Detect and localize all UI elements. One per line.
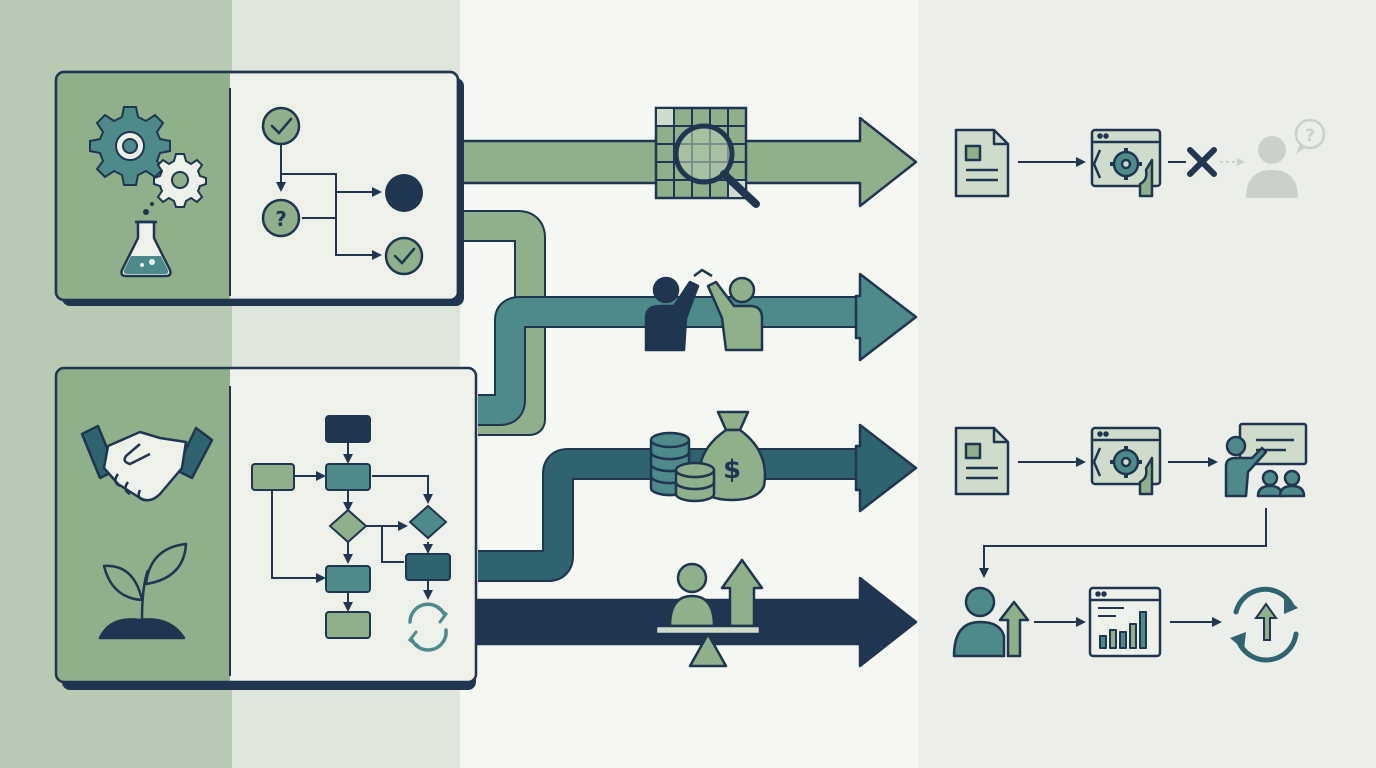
top-flow-lines (276, 144, 382, 260)
decision-glyph: ? (275, 207, 287, 231)
question-glyph: ? (1305, 126, 1315, 146)
sprout-icon (98, 542, 188, 640)
faded-user-question-icon: ? (1246, 118, 1326, 198)
refresh-up-icon (1230, 586, 1299, 663)
flask-icon (120, 202, 172, 278)
bar-chart-dashboard-icon (1088, 586, 1162, 658)
money-bag-coins-icon: $ (649, 410, 767, 503)
refresh-cycle-icon (407, 602, 449, 652)
hand-gear-screen-icon (1090, 128, 1162, 198)
filled-circle-icon (385, 174, 423, 212)
x-mark-icon (1187, 147, 1217, 177)
high-five-icon (644, 268, 764, 352)
presenter-audience-icon (1224, 422, 1308, 498)
dollar-glyph: $ (723, 455, 741, 485)
question-circle-icon: ? (261, 198, 301, 238)
handshake-icon (80, 424, 214, 502)
hand-gear-screen-icon (1090, 426, 1162, 496)
outcome-row-3 (952, 586, 1299, 663)
arrow-2 (854, 272, 918, 362)
flowchart-lines (271, 442, 433, 612)
document-icon (954, 128, 1010, 198)
decision-diamond-icon (328, 504, 448, 544)
check-circle-icon (261, 106, 301, 146)
user-growth-icon (952, 586, 1030, 658)
connector-tubes (458, 210, 860, 582)
top-panel: ? (54, 70, 464, 306)
table-magnifier-icon (654, 106, 760, 208)
bottom-panel (54, 366, 478, 690)
process-box-icon (251, 415, 451, 639)
person-on-scale-growth-icon (654, 558, 764, 668)
check-circle-icon (384, 236, 424, 276)
row-connector (979, 508, 1267, 578)
arrow-3 (854, 423, 918, 513)
document-icon (954, 426, 1010, 496)
outcome-row-2 (954, 422, 1308, 498)
outcome-row-1: ? (954, 118, 1326, 198)
gears-icon (89, 106, 207, 208)
